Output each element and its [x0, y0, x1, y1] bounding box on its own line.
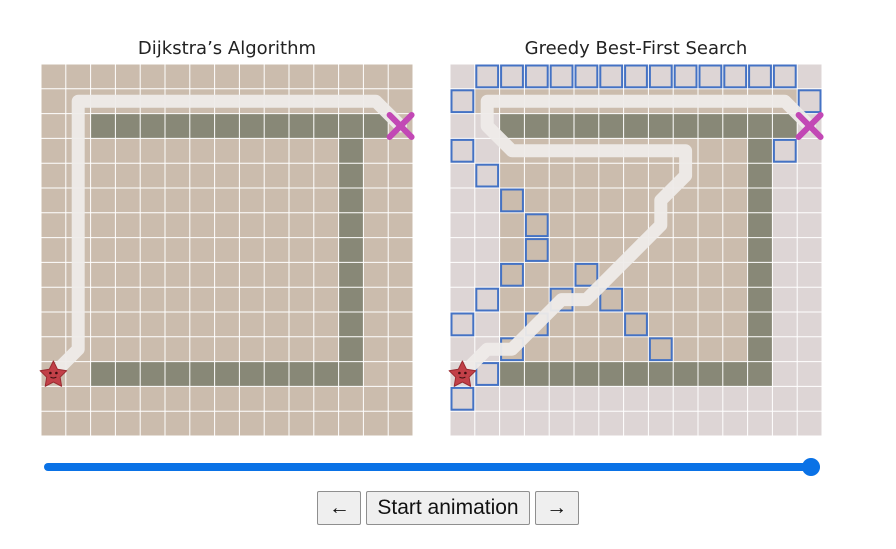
wall [499, 361, 773, 387]
animation-controls: ← Start animation → [0, 491, 896, 525]
start-marker-eye [49, 371, 52, 375]
frontier-cell [450, 138, 475, 163]
start-marker-mouth [50, 376, 57, 379]
previous-step-button[interactable]: ← [317, 491, 362, 525]
greedy-grid [448, 63, 824, 437]
frontier-cell [599, 287, 624, 312]
dijkstra-grid [39, 63, 415, 437]
dijkstra-title: Dijkstra’s Algorithm [137, 38, 317, 59]
frontier-cell [500, 188, 524, 213]
frontier-cell [524, 213, 549, 238]
frontier-cell [648, 64, 673, 89]
path-line [46, 94, 408, 381]
frontier-cell [500, 262, 524, 287]
frontier-cell [648, 337, 673, 362]
frontier-cell [524, 312, 549, 337]
frontier-cell [797, 89, 822, 114]
frontier-cell [624, 64, 648, 89]
slider-track[interactable] [44, 463, 820, 471]
frontier-cell [574, 64, 599, 89]
path-line [455, 94, 817, 381]
frontier-cell [574, 262, 599, 287]
start-marker-mouth [459, 376, 466, 379]
start-marker-eye [458, 371, 461, 375]
frontier-cell [772, 64, 797, 89]
frontier-cell [549, 64, 574, 89]
start-marker-eye [464, 371, 467, 375]
greedy-title: Greedy Best-First Search [524, 38, 748, 59]
frontier-cell [772, 138, 797, 163]
frontier-cell [624, 312, 648, 337]
animation-slider[interactable] [44, 458, 820, 476]
frontier-cell [450, 312, 475, 337]
wall [338, 113, 364, 387]
frontier-cell [450, 386, 475, 411]
start-marker-eye [55, 371, 58, 375]
frontier-cell [698, 64, 723, 89]
goal-marker [386, 112, 415, 140]
goal-marker [795, 112, 824, 140]
next-step-button[interactable]: → [534, 491, 579, 525]
frontier-cell [599, 64, 624, 89]
start-marker [448, 360, 477, 387]
frontier-cell [500, 64, 524, 89]
start-animation-button[interactable]: Start animation [366, 491, 530, 525]
frontier-cell [475, 64, 500, 89]
frontier-cell [723, 64, 748, 89]
frontier-cell [748, 64, 772, 89]
wall [747, 113, 773, 387]
slider-thumb[interactable] [802, 458, 820, 476]
frontier-cell [475, 287, 500, 312]
start-marker [39, 360, 68, 387]
wall [90, 361, 364, 387]
frontier-cell [475, 362, 500, 386]
frontier-cell [673, 64, 698, 89]
frontier-cell [524, 64, 549, 89]
frontier-cell [524, 238, 549, 262]
frontier-cell [450, 89, 475, 114]
frontier-cell [475, 163, 500, 188]
